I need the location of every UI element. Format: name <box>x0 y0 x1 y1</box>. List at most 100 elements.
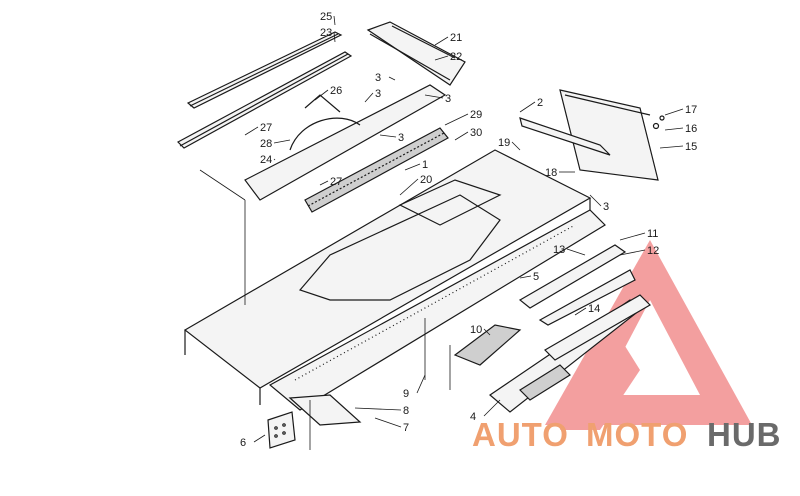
watermark-hub: HUB <box>707 416 782 453</box>
callout-23: 23 <box>320 27 336 43</box>
callout-number: 30 <box>470 127 482 139</box>
callout-number: 1 <box>422 159 428 171</box>
callout-number: 28 <box>260 138 272 150</box>
leader-line <box>374 417 402 428</box>
callout-30: 30 <box>454 127 482 141</box>
leader-line <box>619 249 646 256</box>
callout-5: 5 <box>519 271 539 283</box>
leader-line <box>399 178 419 196</box>
callout-11: 11 <box>619 228 658 241</box>
callout-3: 3 <box>379 132 404 144</box>
floor-tunnel-1 <box>183 149 592 405</box>
leader-line <box>364 92 374 103</box>
callout-13: 13 <box>553 244 586 256</box>
leader-line <box>434 55 449 61</box>
callout-4: 4 <box>470 399 501 423</box>
leader-line <box>388 76 396 81</box>
leader-line <box>404 163 421 171</box>
leader-line <box>589 194 602 207</box>
assembly-guide-lines <box>199 169 451 450</box>
callout-number: 3 <box>603 201 609 213</box>
callout-3: 3 <box>589 194 609 213</box>
leader-line <box>574 307 587 316</box>
leader-line <box>444 113 469 126</box>
leader-line <box>566 248 586 256</box>
callout-number: 11 <box>647 228 658 240</box>
leader-line <box>519 101 536 113</box>
callout-number: 8 <box>403 405 409 417</box>
callout-12: 12 <box>619 245 659 257</box>
callout-8: 8 <box>354 405 409 417</box>
callout-18: 18 <box>545 167 575 179</box>
callout-26: 26 <box>314 85 342 101</box>
center-cover-3 <box>244 84 447 201</box>
watermark-moto: MOTO <box>586 416 688 453</box>
callout-number: 18 <box>545 167 557 179</box>
callout-2: 2 <box>519 97 543 113</box>
callout-number: 4 <box>470 411 476 423</box>
callout-number: 3 <box>398 132 404 144</box>
callout-3: 3 <box>375 72 396 84</box>
callout-number: 13 <box>553 244 565 256</box>
trim-strip-25-23 <box>177 31 353 149</box>
callout-3: 3 <box>364 88 381 103</box>
callout-number: 29 <box>470 109 482 121</box>
callout-number: 14 <box>588 303 600 315</box>
callout-number: 3 <box>375 72 381 84</box>
callout-number: 5 <box>533 271 539 283</box>
leader-line <box>483 399 501 417</box>
callout-number: 7 <box>403 422 409 434</box>
strip-29-30 <box>304 127 449 213</box>
footrest-10 <box>453 324 522 366</box>
leader-line <box>314 89 329 101</box>
callout-3: 3 <box>424 93 451 105</box>
callout-number: 27 <box>330 176 342 188</box>
callout-number: 22 <box>450 51 462 63</box>
watermark-text: AUTO MOTO HUB <box>472 416 782 453</box>
rail-11-12-13 <box>518 244 636 326</box>
callout-number: 26 <box>330 85 342 97</box>
callout-14: 14 <box>574 303 600 316</box>
callout-6: 6 <box>240 434 266 449</box>
callout-27: 27 <box>319 176 342 188</box>
watermark-logo-icon <box>545 240 752 430</box>
channel-21-22 <box>366 21 466 86</box>
callout-number: 3 <box>445 93 451 105</box>
callout-number: 24 <box>260 154 272 166</box>
leader-line <box>333 15 336 26</box>
leader-line <box>424 94 444 99</box>
callout-24: 24 <box>260 154 276 166</box>
callout-27: 27 <box>244 122 272 136</box>
callout-20: 20 <box>399 174 432 196</box>
leader-line <box>253 434 266 443</box>
leader-line <box>511 141 521 151</box>
leader-line <box>659 145 684 149</box>
callout-number: 27 <box>260 122 272 134</box>
callout-9: 9 <box>403 374 426 400</box>
leader-line <box>333 31 336 43</box>
leader-line <box>664 108 684 116</box>
leader-line <box>434 36 449 46</box>
callout-number: 19 <box>498 137 510 149</box>
callout-number: 25 <box>320 11 332 23</box>
callout-number: 6 <box>240 437 246 449</box>
callout-22: 22 <box>434 51 462 63</box>
callout-1: 1 <box>404 159 428 171</box>
plate-6 <box>267 411 296 449</box>
leader-line <box>454 131 469 141</box>
callout-number: 12 <box>647 245 659 257</box>
leader-line <box>619 232 646 241</box>
leader-line <box>244 126 259 136</box>
callout-number: 15 <box>685 141 697 153</box>
callout-number: 23 <box>320 27 332 39</box>
leader-line <box>416 374 426 394</box>
leader-line <box>273 158 276 161</box>
leader-line <box>319 180 329 186</box>
callout-7: 7 <box>374 417 409 434</box>
callout-number: 16 <box>685 123 697 135</box>
callout-29: 29 <box>444 109 482 126</box>
leader-line <box>664 127 684 131</box>
callout-number: 17 <box>685 104 697 116</box>
